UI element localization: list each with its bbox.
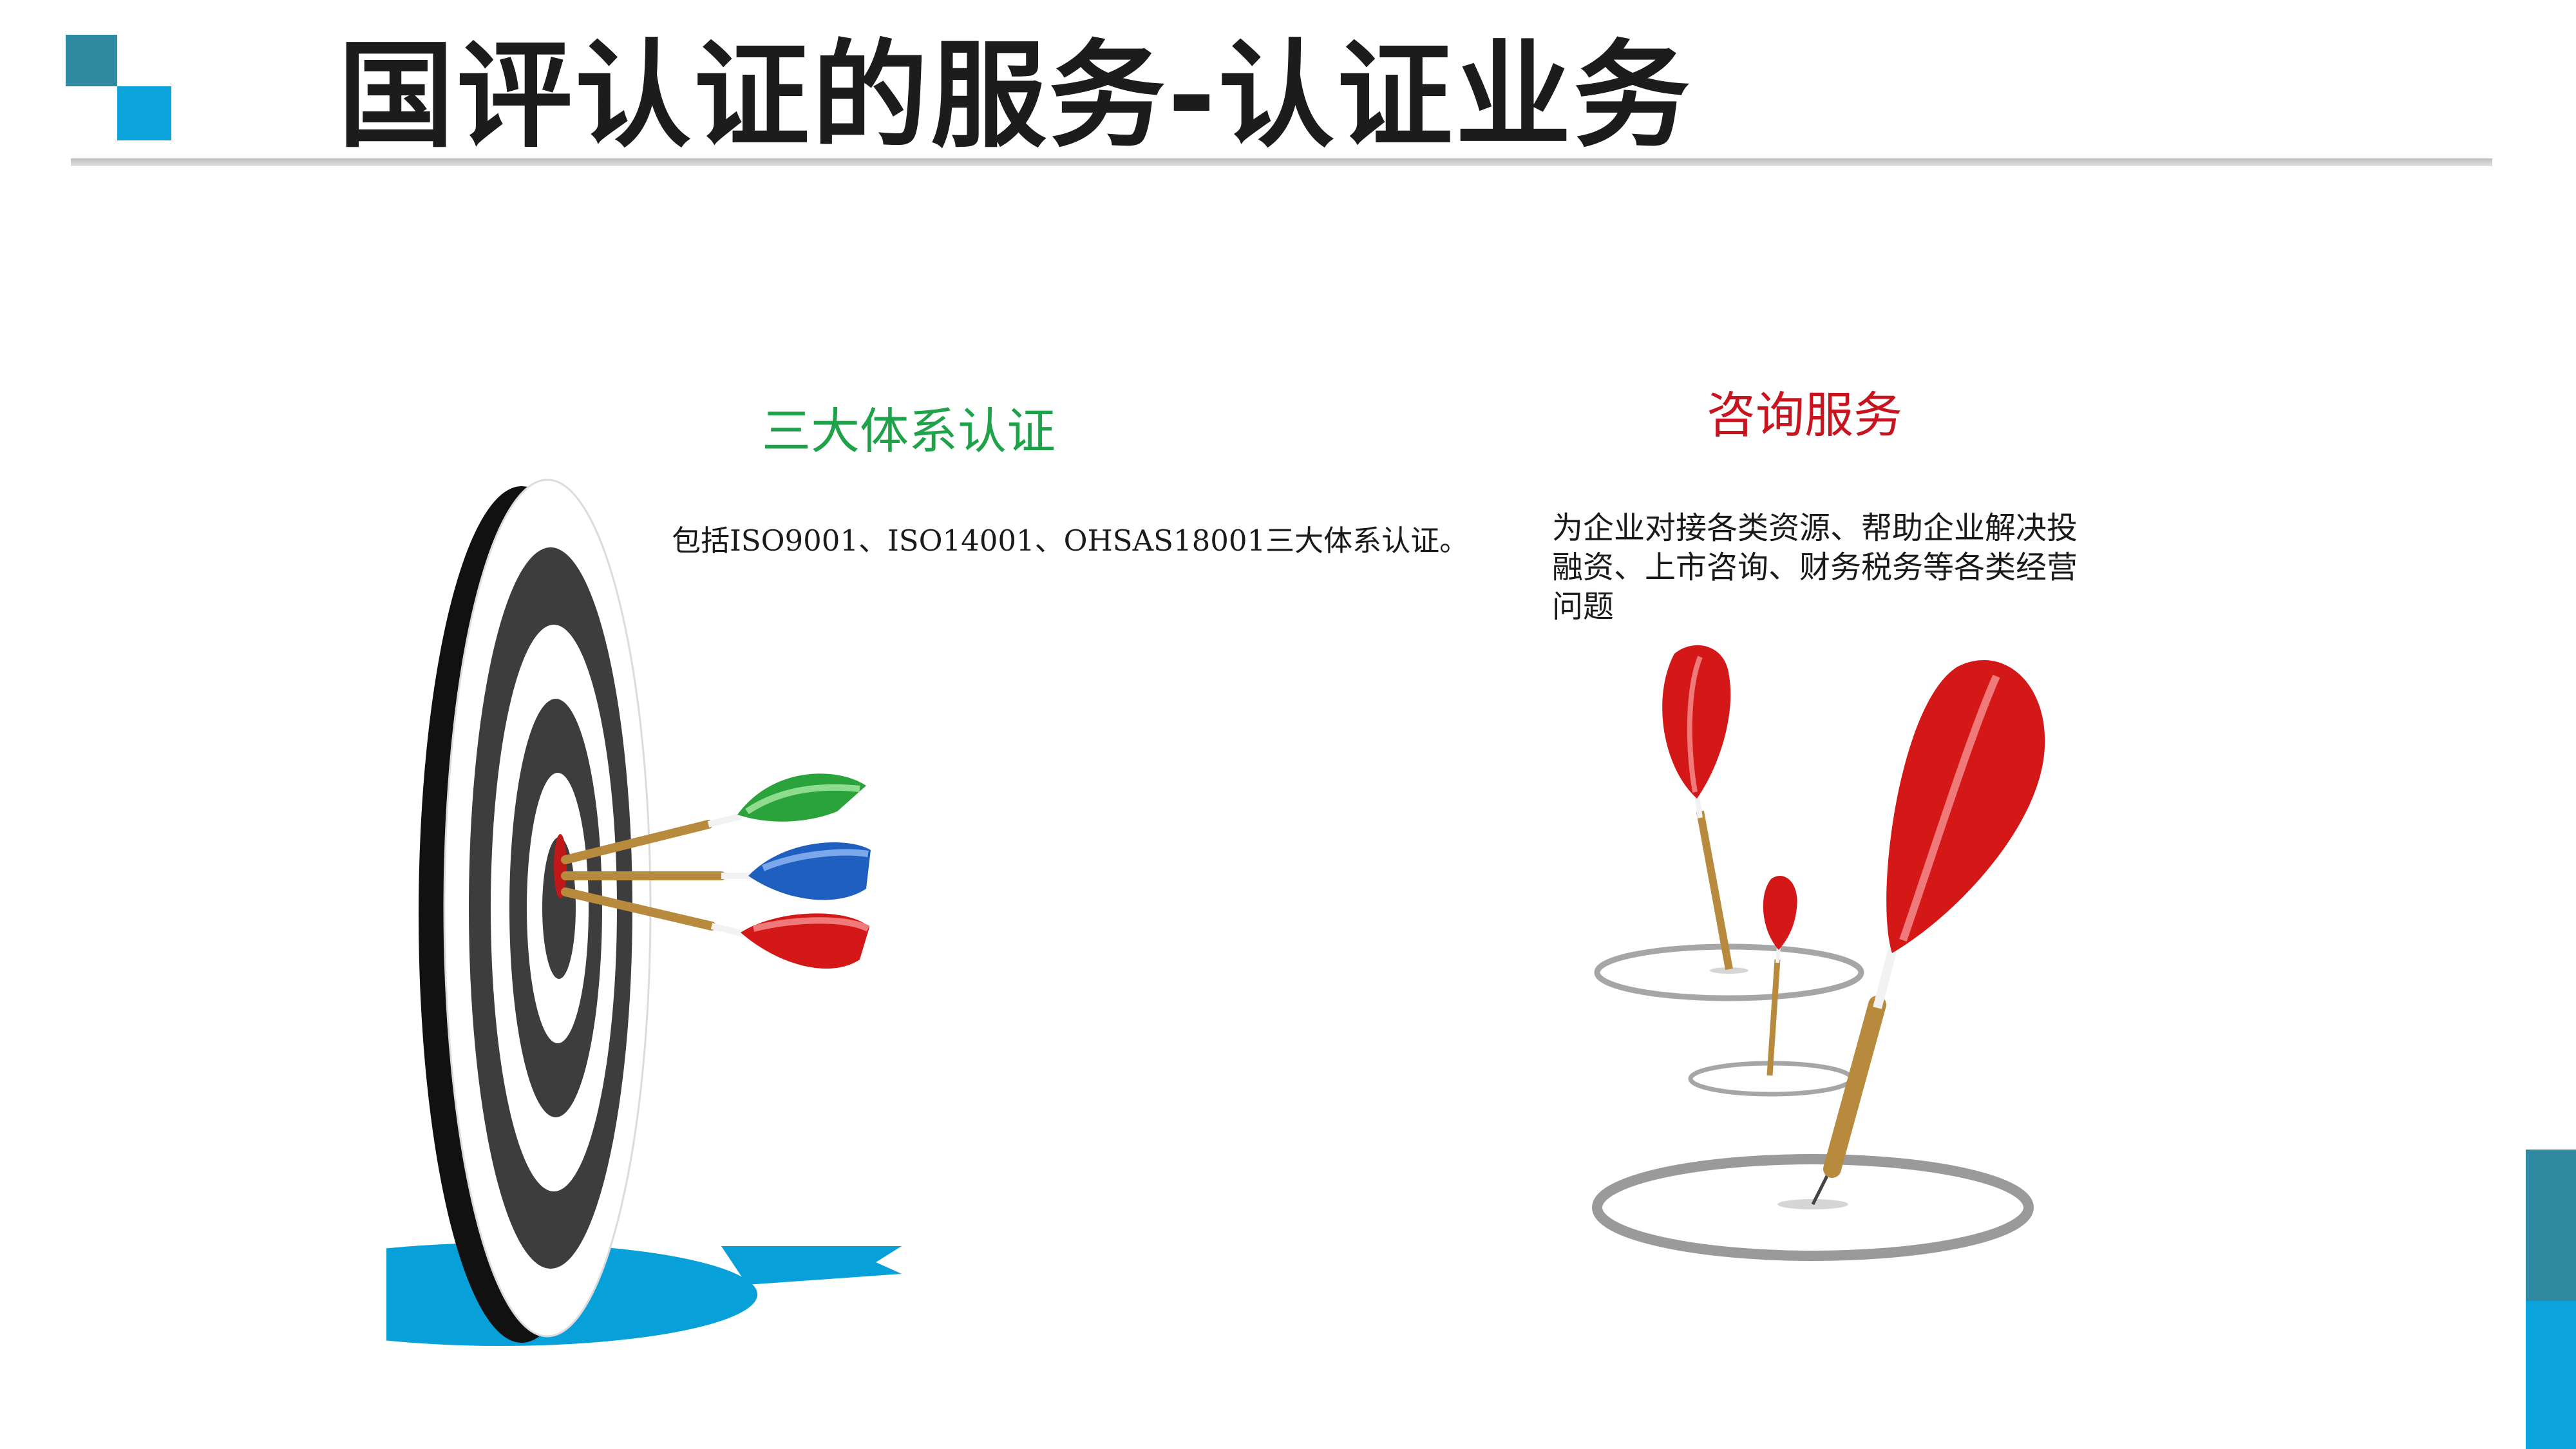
ring-mid: [1594, 943, 1864, 1001]
slide-title: 国评认证的服务-认证业务: [338, 29, 1692, 164]
decor-square-teal: [66, 35, 117, 86]
section-description-certification: 包括ISO9001、ISO14001、OHSAS18001三大体系认证。: [672, 524, 1469, 558]
section-description-consulting: 为企业对接各类资源、帮助企业解决投融资、上市咨询、财务税务等各类经营问题: [1552, 510, 2078, 625]
title-divider: [71, 158, 2492, 166]
decor-bar-teal: [2526, 1150, 2576, 1301]
dart-red: [561, 887, 870, 969]
bullseye: [554, 834, 567, 898]
section-heading-consulting: 咨询服务: [1707, 386, 1902, 444]
dart-red-upper: [1662, 645, 1733, 971]
shadow-tail: [721, 1246, 902, 1285]
section-heading-certification: 三大体系认证: [762, 402, 1056, 460]
decor-square-blue: [117, 86, 171, 140]
darts-in-rings-illustration: [1592, 645, 2045, 1261]
dartboard-with-darts-illustration: [386, 478, 902, 1346]
ring-large: [1592, 1154, 2034, 1261]
ring-mid-hole: [1710, 967, 1748, 974]
decor-bar-blue: [2526, 1301, 2576, 1449]
dart-green: [561, 773, 866, 864]
dart-blue: [561, 842, 871, 900]
dart-red-small: [1763, 876, 1797, 1076]
dart-red-large: [1811, 659, 2045, 1206]
